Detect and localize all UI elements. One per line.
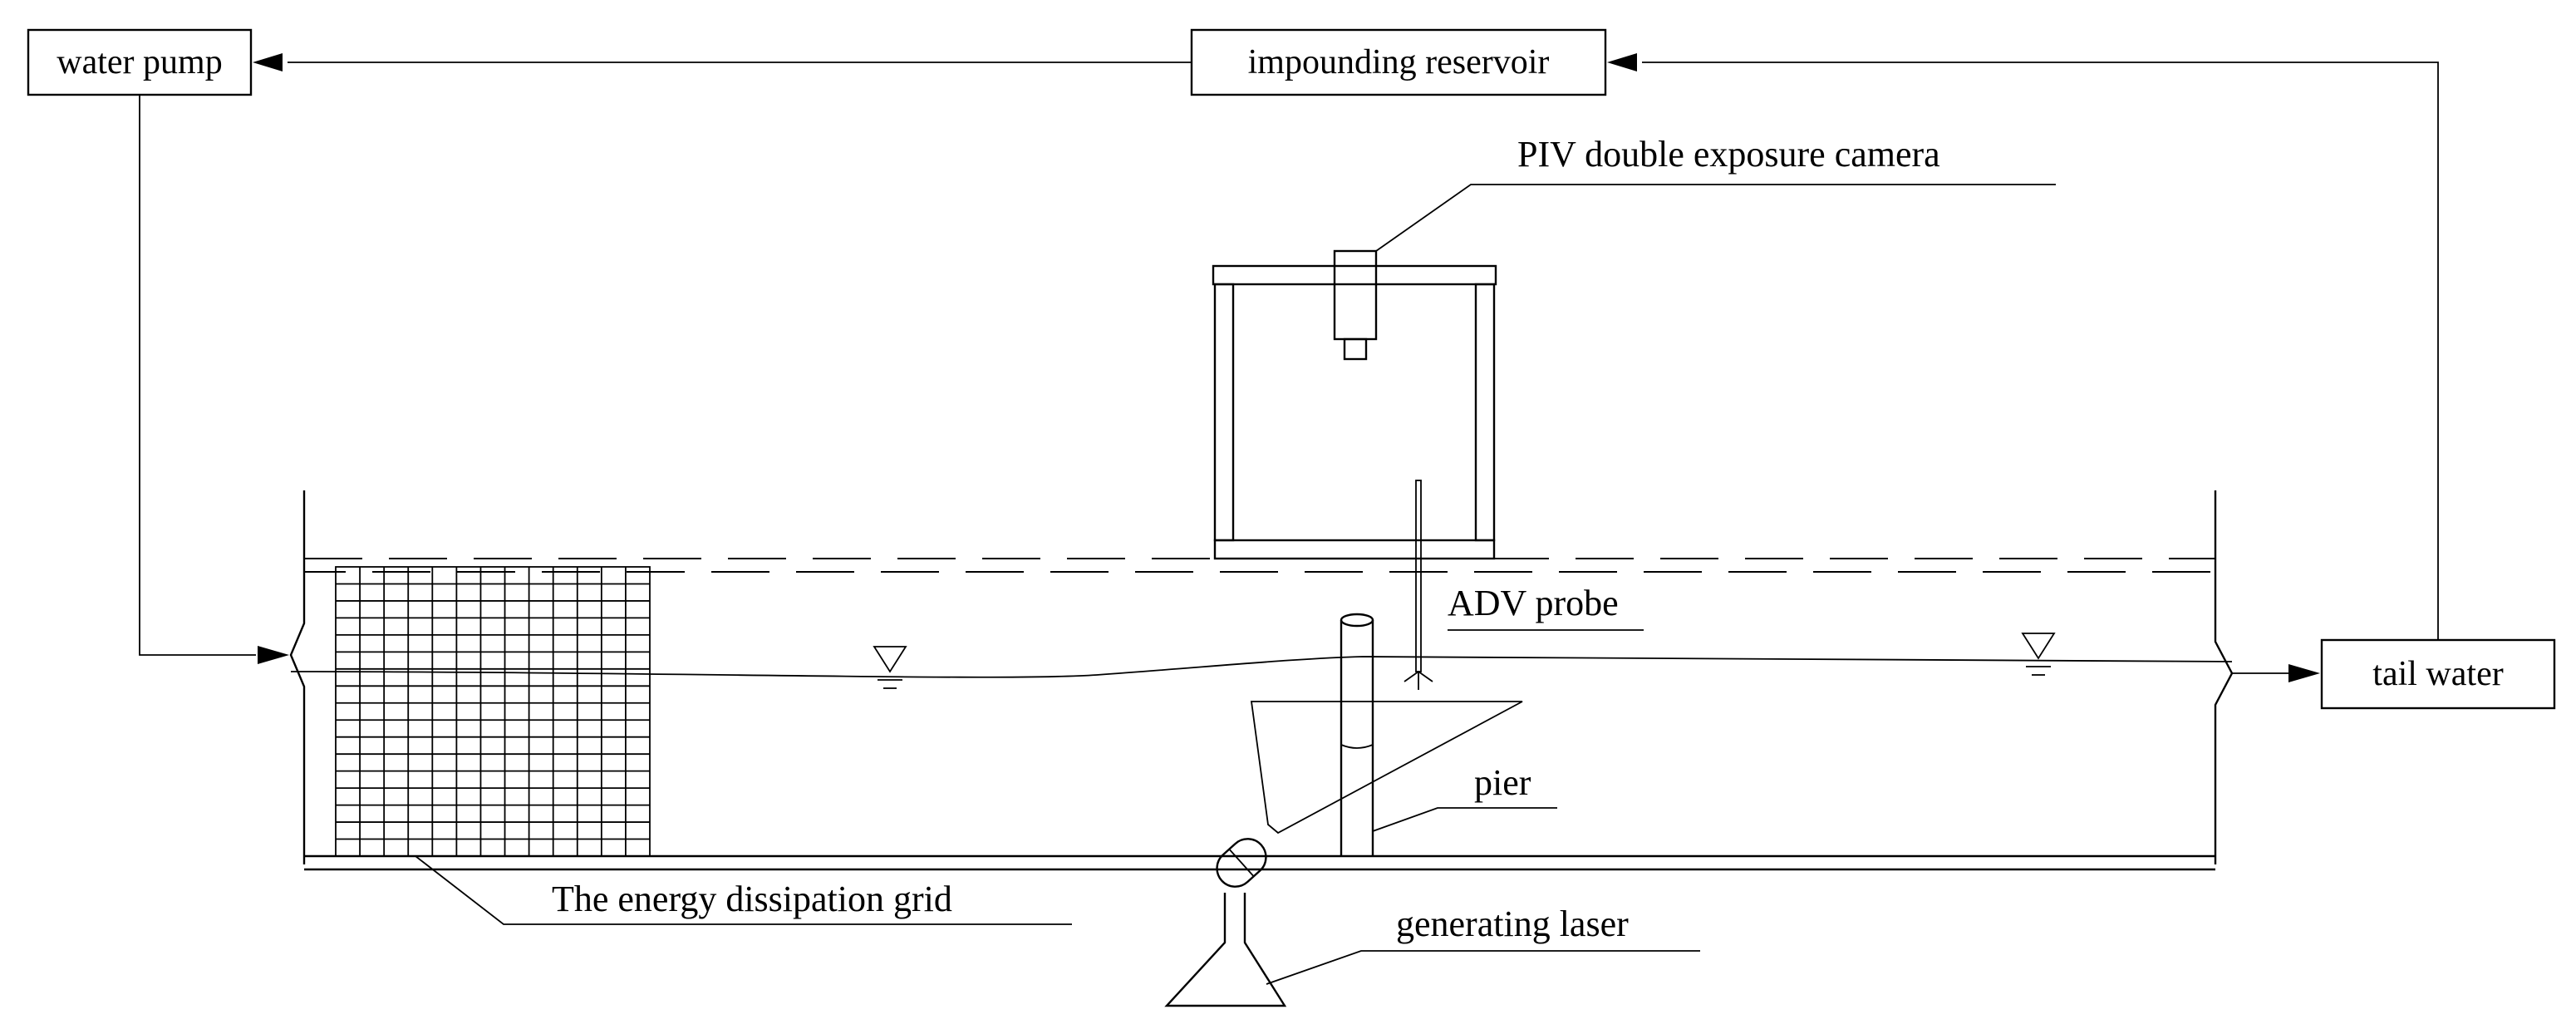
water-pump-label: water pump: [57, 43, 222, 81]
arrow-right-icon: [2288, 664, 2320, 682]
adv-probe-label-group: ADV probe: [1448, 583, 1644, 631]
water-pump-box: water pump: [27, 28, 253, 96]
grid-label-group: The energy dissipation grid: [415, 855, 1072, 925]
generating-laser-icon: [1164, 838, 1287, 1007]
grid-label: The energy dissipation grid: [552, 879, 952, 919]
energy-dissipation-grid: [335, 566, 651, 857]
pier-label-group: pier: [1372, 762, 1557, 832]
tail-water-label: tail water: [2372, 655, 2503, 693]
arrow-right-icon: [258, 646, 289, 664]
water-level-symbol: [873, 646, 907, 689]
laser-label-group: generating laser: [1266, 904, 1700, 985]
adv-probe-icon: [1404, 480, 1433, 690]
adv-probe-label: ADV probe: [1448, 583, 1619, 623]
arrow-left-icon: [253, 53, 283, 71]
piv-camera-icon: [1333, 249, 1378, 361]
camera-frame: [1212, 264, 1497, 560]
laser-label: generating laser: [1396, 904, 1629, 944]
water-level-symbol: [2021, 633, 2056, 676]
pier-icon: [1340, 613, 1374, 856]
impounding-reservoir-box: impounding reservoir: [1190, 28, 1607, 96]
camera-label: PIV double exposure camera: [1517, 134, 1940, 175]
flow-circuit: [139, 53, 2439, 682]
flume: [289, 490, 2234, 871]
tail-water-box: tail water: [2320, 638, 2556, 710]
impounding-reservoir-label: impounding reservoir: [1248, 43, 1550, 81]
laser-sheet: [1250, 701, 1523, 835]
arrow-left-icon: [1607, 53, 1637, 71]
pier-label: pier: [1474, 762, 1531, 803]
camera-label-group: PIV double exposure camera: [1375, 134, 2056, 252]
